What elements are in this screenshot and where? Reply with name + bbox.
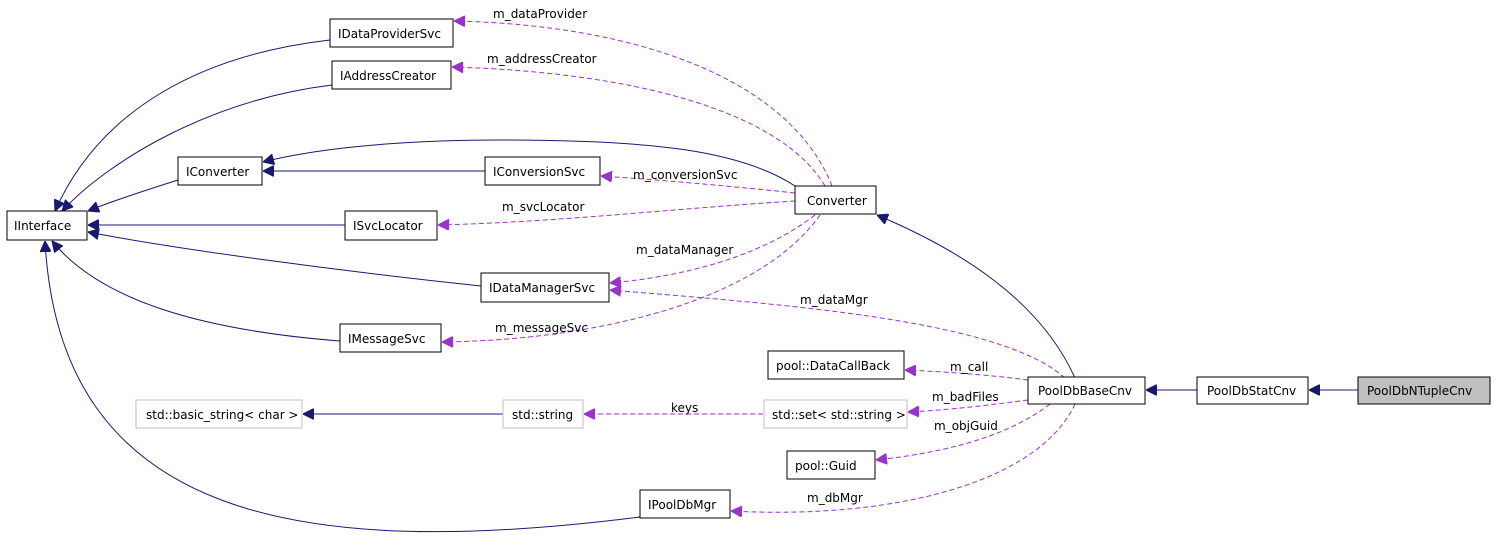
node-basic-string[interactable]: std::basic_string< char > [135, 399, 303, 429]
inheritance-edges [45, 39, 1358, 533]
label-m-addresscreator: m_addressCreator [487, 52, 597, 66]
label-m-objguid: m_objGuid [934, 419, 998, 433]
node-label: ISvcLocator [353, 219, 423, 233]
node-label: PoolDbNTupleCnv [1367, 384, 1472, 398]
label-m-call: m_call [950, 360, 988, 374]
node-label: IDataManagerSvc [489, 281, 595, 295]
edge-m-conversionsvc [601, 176, 796, 194]
node-std-set[interactable]: std::set< std::string > [763, 399, 908, 429]
edge-m-badfiles [908, 399, 1029, 412]
node-label: IPoolDbMgr [648, 498, 716, 512]
label-m-svclocator: m_svcLocator [502, 200, 584, 214]
edge-ipooldbmgr-iinterface [45, 241, 641, 533]
label-m-badfiles: m_badFiles [932, 390, 999, 404]
node-pooldbntuplecnv: PoolDbNTupleCnv [1357, 376, 1491, 405]
label-m-dbmgr: m_dbMgr [807, 491, 863, 505]
edge-pooldbbasecnv-converter [877, 215, 1076, 379]
node-label: pool::DataCallBack [776, 359, 890, 373]
node-label: pool::Guid [795, 459, 857, 473]
edge-converter-iconverter [263, 139, 796, 187]
node-iconversionsvc[interactable]: IConversionSvc [484, 156, 601, 186]
edge-labels: m_dataProvider m_addressCreator m_conver… [487, 7, 999, 505]
edge-iaddresscreator-iinterface [62, 84, 333, 211]
edge-m-messagesvc [442, 214, 821, 342]
edge-idataprovidersvc-iinterface [55, 39, 331, 211]
node-imessagesvc[interactable]: IMessageSvc [339, 323, 442, 353]
node-label: Converter [807, 194, 867, 208]
node-idataprovidersvc[interactable]: IDataProviderSvc [329, 18, 454, 48]
label-m-messagesvc: m_messageSvc [495, 321, 588, 335]
node-isvclocator[interactable]: ISvcLocator [344, 210, 438, 241]
label-m-dataprovider: m_dataProvider [493, 7, 587, 21]
node-guid[interactable]: pool::Guid [786, 450, 876, 480]
node-iinterface[interactable]: IInterface [6, 210, 88, 241]
edge-m-dataprovider [454, 21, 833, 187]
edge-m-dbmgr [731, 403, 1076, 512]
edge-iconverter-iinterface [88, 179, 179, 211]
node-label: IConverter [186, 165, 249, 179]
usage-edges [438, 21, 1076, 512]
node-pooldbbasecnv[interactable]: PoolDbBaseCnv [1027, 376, 1146, 405]
label-m-conversionsvc: m_conversionSvc [633, 168, 738, 182]
node-pooldbstatcnv[interactable]: PoolDbStatCnv [1196, 376, 1309, 405]
node-label: IDataProviderSvc [338, 27, 441, 41]
node-std-string[interactable]: std::string [502, 399, 584, 429]
edge-m-svclocator [438, 200, 796, 225]
edge-idatamanagersvc-iinterface [88, 232, 482, 287]
label-m-datamgr: m_dataMgr [800, 293, 868, 307]
node-label: IInterface [14, 219, 71, 233]
node-datacallback[interactable]: pool::DataCallBack [767, 350, 905, 380]
node-label: PoolDbBaseCnv [1038, 384, 1132, 398]
edge-m-datamanager [610, 214, 816, 283]
label-m-datamanager: m_dataManager [636, 243, 733, 257]
node-converter[interactable]: Converter [794, 185, 877, 215]
node-label: std::string [512, 408, 573, 422]
node-label: IAddressCreator [340, 69, 436, 83]
node-label: IMessageSvc [348, 332, 425, 346]
node-label: PoolDbStatCnv [1207, 384, 1296, 398]
node-label: std::basic_string< char > [146, 408, 299, 422]
node-idatamanagersvc[interactable]: IDataManagerSvc [480, 272, 610, 303]
node-label: std::set< std::string > [772, 408, 906, 422]
edge-m-call [905, 370, 1029, 381]
edge-m-objguid [876, 403, 1051, 460]
edge-imessagesvc-iinterface [52, 241, 341, 342]
edge-m-datamgr [610, 290, 1066, 379]
node-iaddresscreator[interactable]: IAddressCreator [331, 60, 452, 90]
node-ipooldbmgr[interactable]: IPoolDbMgr [639, 489, 731, 519]
label-keys: keys [671, 401, 698, 415]
node-iconverter[interactable]: IConverter [177, 156, 263, 186]
node-label: IConversionSvc [493, 165, 585, 179]
